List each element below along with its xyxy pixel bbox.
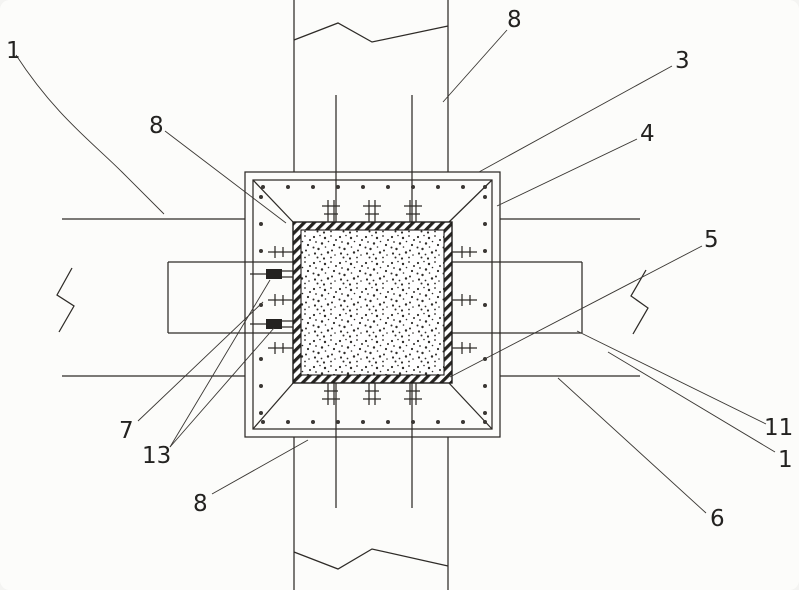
label-part8-bottom: 8 [193, 491, 208, 517]
concrete-core [292, 221, 453, 384]
bottom-column [293, 383, 449, 590]
side-bolts-right [452, 246, 477, 354]
label-part3: 3 [675, 48, 690, 74]
leader-part1-right [607, 351, 776, 453]
side-bolts-left [250, 246, 293, 354]
labels: 1 8 3 4 5 8 7 13 8 6 11 1 [6, 7, 793, 532]
leader-lines [15, 29, 776, 514]
top-column [293, 0, 449, 222]
leader-part8-top [442, 29, 508, 103]
leader-part13-b [169, 327, 275, 448]
break-symbol-top [293, 22, 449, 43]
bolt-plate-upper [266, 269, 282, 279]
leader-part3 [478, 65, 673, 173]
leader-part1-top-left [15, 54, 165, 215]
leader-part6 [557, 377, 707, 514]
bolt-plate-lower [266, 319, 282, 329]
leader-part7 [137, 301, 264, 422]
leader-part8-bottom [211, 439, 309, 495]
break-symbol-left [56, 267, 75, 333]
label-part4: 4 [640, 121, 655, 147]
leader-part11 [576, 330, 767, 425]
label-part5: 5 [704, 227, 719, 253]
label-part6: 6 [710, 506, 725, 532]
label-part8-top: 8 [507, 7, 522, 33]
leader-part13-a [169, 279, 271, 448]
leader-part5 [449, 245, 703, 378]
leader-part4 [496, 138, 638, 207]
label-part1-top-left: 1 [6, 38, 21, 64]
label-part11: 11 [764, 415, 793, 441]
right-beam [452, 218, 649, 377]
label-part7: 7 [119, 418, 134, 444]
break-symbol-right [630, 269, 649, 335]
label-part8-left: 8 [149, 113, 164, 139]
break-symbol-bottom [293, 548, 449, 570]
anchor-studs-top [322, 200, 422, 222]
anchor-studs-bottom [322, 383, 422, 405]
label-part13: 13 [142, 443, 171, 469]
leader-part8-left [164, 130, 287, 224]
label-part1-right: 1 [778, 447, 793, 473]
